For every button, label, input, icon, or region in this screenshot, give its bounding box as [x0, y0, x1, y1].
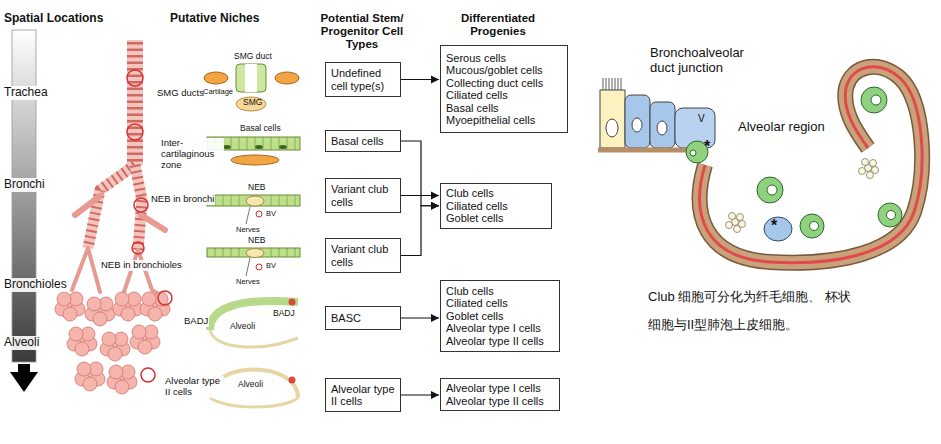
niche-label: NEB in bronchi: [150, 194, 215, 205]
box-text: Mucous/goblet cells: [446, 64, 562, 77]
neb-niche: [207, 195, 300, 224]
macrophage: [726, 159, 879, 233]
caption: Club 细胞可分化为纤毛细胞、 杯状细胞与II型肺泡上皮细胞。: [648, 283, 853, 339]
column-header: Spatial Locations: [4, 12, 103, 26]
part-label: NEB: [248, 236, 265, 246]
cell-type-box: BASC: [325, 306, 401, 330]
connector-arrow: [401, 79, 439, 80]
box-text: Alveolar type I cells: [446, 322, 554, 335]
smg-niche: [204, 64, 299, 111]
alveolar-cells: [757, 87, 902, 241]
box-text: Variant club cells: [331, 183, 395, 208]
part-label: SMG: [243, 98, 262, 108]
box-text: Club cells: [446, 285, 554, 298]
part-label: NEB: [248, 183, 265, 193]
region-label: Alveolar region: [738, 120, 825, 135]
cell-type-box: Alveolar type II cells: [325, 378, 401, 412]
part-label: Nerves: [236, 226, 260, 235]
box-text: Basal cells: [331, 135, 395, 148]
box-text: Basal cells: [446, 102, 562, 115]
connector-arrow: [401, 141, 439, 206]
cell-type-box: Variant club cells: [325, 178, 401, 213]
cell-mark: V: [698, 113, 705, 125]
column-header: Putative Niches: [170, 12, 259, 26]
cell-type-box: Undefined cell type(s): [325, 62, 401, 97]
box-text: Ciliated cells: [446, 200, 546, 213]
part-label: BV: [266, 210, 276, 219]
niche-label: Inter-cartilaginous zone: [160, 138, 224, 171]
box-text: Alveolar type II cells: [331, 383, 395, 408]
part-label: SMG duct: [234, 52, 272, 62]
box-text: Ciliated cells: [446, 89, 562, 102]
progeny-box: Alveolar type I cellsAlveolar type II ce…: [440, 378, 560, 411]
asterisk-mark: *: [771, 217, 777, 235]
niche-label: NEB in bronchioles: [100, 260, 183, 271]
box-text: Myoepithelial cells: [446, 114, 562, 127]
asterisk-mark: *: [704, 138, 710, 156]
niche-label: BADJ: [183, 316, 209, 327]
box-text: Alveolar type I cells: [446, 382, 554, 395]
down-arrow: [10, 364, 38, 392]
box-text: Goblet cells: [446, 212, 546, 225]
box-text: Serous cells: [446, 52, 562, 65]
location-label: Bronchioles: [3, 278, 68, 292]
connector-arrow: [401, 394, 439, 395]
box-text: Undefined cell type(s): [331, 67, 395, 92]
box-text: Alveolar type II cells: [446, 395, 554, 408]
location-label: Alveoli: [3, 336, 40, 350]
part-label: Cartilage: [203, 88, 233, 97]
gradient-bar: [12, 30, 36, 362]
box-text: Goblet cells: [446, 310, 554, 323]
progeny-box: Serous cellsMucous/goblet cellsCollectin…: [440, 45, 568, 133]
part-label: BADJ: [273, 309, 295, 319]
box-text: BASC: [331, 312, 395, 325]
box-text: Alveolar type II cells: [446, 335, 554, 348]
progeny-box: Club cellsCiliated cellsGoblet cells: [440, 183, 552, 229]
box-text: Ciliated cells: [446, 297, 554, 310]
bronchiolar-epithelium: [598, 78, 715, 163]
badj-niche: [210, 299, 298, 348]
column-header: Differentiated Progenies: [442, 12, 554, 38]
part-label: Alveoli: [230, 322, 255, 332]
neb-niche: [207, 248, 300, 276]
cell-type-box: Basal cells: [325, 130, 401, 152]
column-header: Potential Stem/ Progenitor Cell Types: [318, 12, 406, 52]
niche-markers: [127, 70, 172, 382]
cell-type-box: Variant club cells: [325, 238, 401, 273]
alveolar-wall: [700, 67, 922, 263]
part-label: Alveoli: [238, 380, 263, 390]
connector-arrow: [401, 317, 439, 318]
part-label: BV: [266, 262, 276, 271]
box-text: Collecting duct cells: [446, 77, 562, 90]
location-label: Bronchi: [3, 178, 46, 192]
box-text: Club cells: [446, 187, 546, 200]
connector-arrow: [401, 195, 439, 196]
niche-label: Alveolar type II cells: [164, 376, 224, 398]
location-label: Trachea: [3, 86, 49, 100]
niche-label: SMG ducts: [156, 88, 205, 99]
alveolar-clusters: [55, 292, 170, 394]
part-label: Nerves: [236, 278, 260, 287]
progeny-box: Club cellsCiliated cellsGoblet cellsAlve…: [440, 280, 560, 352]
region-label: Bronchoalveolar duct junction: [650, 46, 768, 76]
box-text: Variant club cells: [331, 243, 395, 268]
part-label: Basal cells: [240, 124, 281, 134]
connector-arrow: [401, 206, 439, 256]
